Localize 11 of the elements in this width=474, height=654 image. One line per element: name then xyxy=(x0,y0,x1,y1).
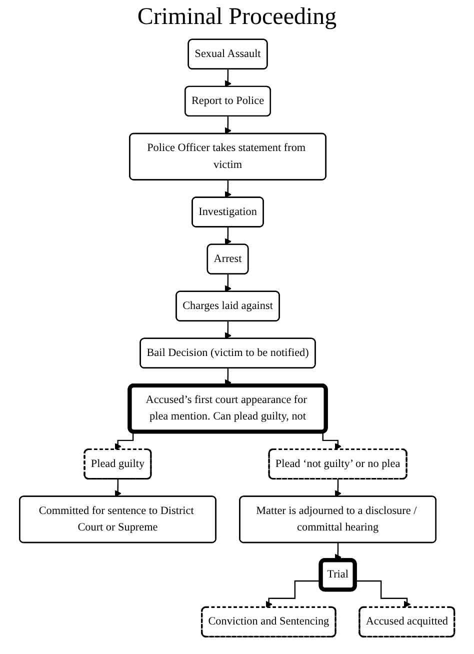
arrow xyxy=(224,274,232,292)
arrow xyxy=(334,478,342,497)
arrow xyxy=(334,542,342,561)
arrow xyxy=(224,180,232,198)
arrow xyxy=(224,116,232,134)
arrow xyxy=(224,68,232,88)
arrow xyxy=(224,320,232,340)
arrow xyxy=(114,478,122,497)
arrow xyxy=(224,226,232,246)
diagram-title: Criminal Proceeding xyxy=(136,4,338,31)
arrow xyxy=(355,580,411,608)
